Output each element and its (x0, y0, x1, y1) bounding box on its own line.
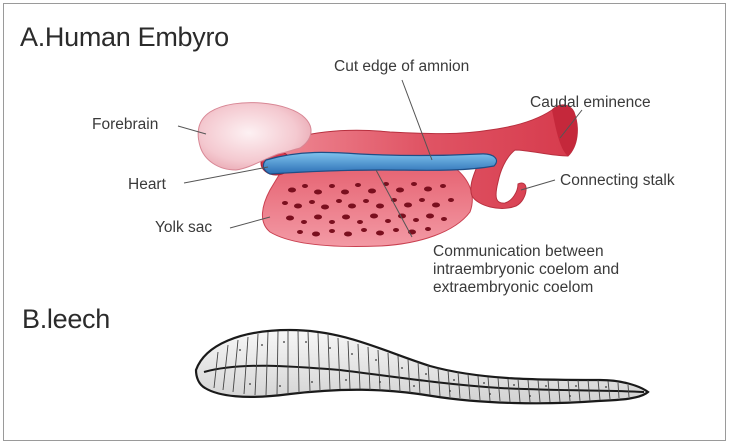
yolk-sac-shape (262, 161, 472, 246)
label-heart: Heart (128, 176, 166, 194)
label-communication: Communication between intraembryonic coe… (433, 243, 619, 297)
label-cut-edge-of-amnion: Cut edge of amnion (334, 58, 469, 76)
label-caudal-eminence: Caudal eminence (530, 94, 651, 112)
label-connecting-stalk: Connecting stalk (560, 172, 675, 190)
embryo-illustration (198, 103, 577, 247)
panel-a-title: A.Human Embyro (20, 22, 229, 53)
panel-b-title: B.leech (22, 304, 110, 335)
label-forebrain: Forebrain (92, 116, 158, 134)
label-yolk-sac: Yolk sac (155, 219, 212, 237)
leech-illustration (196, 330, 648, 403)
leader-connecting (521, 180, 555, 190)
